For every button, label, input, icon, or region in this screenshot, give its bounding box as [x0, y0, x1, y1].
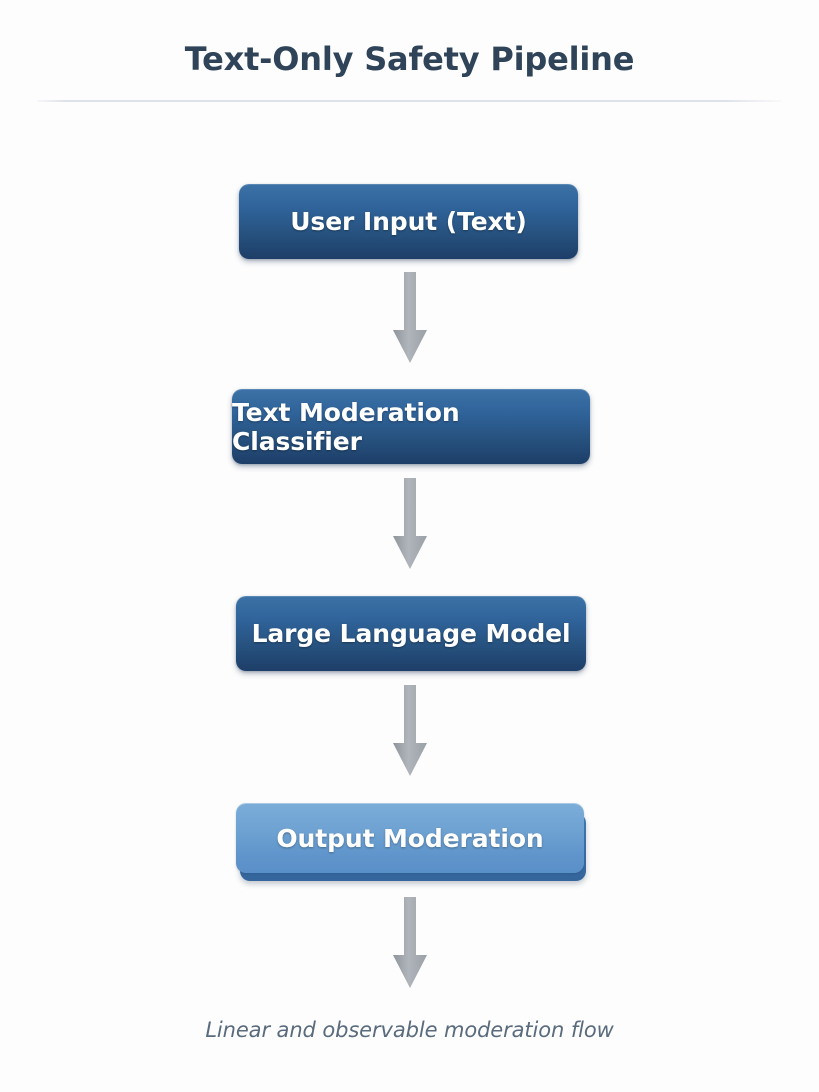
- flow-node-large-language-model[interactable]: Large Language Model: [236, 596, 586, 671]
- page-title: Text-Only Safety Pipeline: [184, 40, 635, 78]
- flow-node-text-moderation-classifier[interactable]: Text Moderation Classifier: [232, 389, 590, 464]
- flow-node-label: Text Moderation Classifier: [232, 397, 460, 456]
- flow-node-label: User Input (Text): [290, 207, 527, 236]
- arrow-down-icon-3: [392, 685, 428, 777]
- flow-node-label: Output Moderation: [276, 823, 544, 853]
- flow-node-label: Large Language Model: [251, 619, 571, 648]
- flow-node-user-input[interactable]: User Input (Text): [239, 184, 578, 259]
- flow-node-output-moderation[interactable]: Output Moderation: [236, 803, 586, 881]
- arrow-down-icon-2: [392, 478, 428, 570]
- arrow-down-icon-1: [392, 272, 428, 364]
- flow-node-panel: Output Moderation: [236, 803, 584, 873]
- title-divider: [37, 100, 782, 102]
- diagram-caption: Linear and observable moderation flow: [205, 1018, 614, 1042]
- arrow-down-icon-4: [392, 897, 428, 989]
